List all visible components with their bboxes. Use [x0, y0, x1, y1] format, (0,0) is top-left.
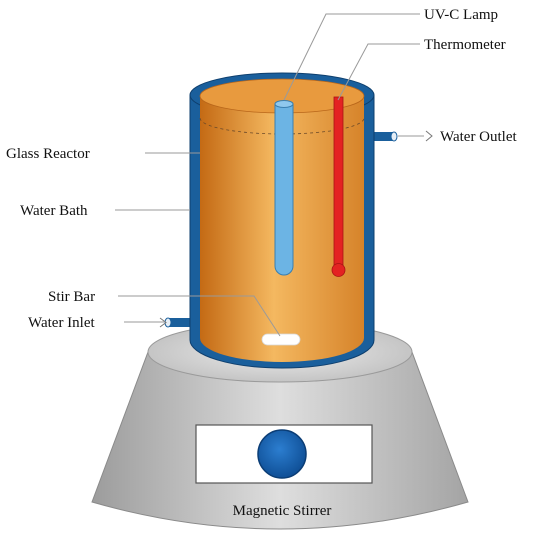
label-water-bath: Water Bath — [20, 203, 88, 219]
uv-c-lamp — [274, 103, 294, 276]
leader-lines — [115, 13, 424, 337]
leader-thermometer — [337, 43, 420, 101]
uv-c-lamp-top — [274, 100, 294, 108]
label-stir-bar: Stir Bar — [48, 289, 95, 305]
leader-uv-c-lamp — [283, 13, 420, 101]
stir-bar — [261, 333, 301, 346]
water-inlet-arrow — [159, 317, 167, 328]
water-inlet-opening — [164, 317, 172, 328]
label-uv-c-lamp: UV-C Lamp — [424, 7, 498, 23]
thermometer-stem — [333, 96, 344, 270]
label-water-inlet: Water Inlet — [28, 315, 96, 331]
label-magnetic-stirrer: Magnetic Stirrer — [233, 503, 332, 519]
leader-stir-bar — [118, 295, 281, 337]
thermometer-bulb — [331, 263, 346, 277]
label-thermometer: Thermometer — [424, 37, 506, 53]
stirrer-knob — [257, 429, 307, 479]
label-water-outlet: Water Outlet — [440, 129, 518, 145]
label-glass-reactor: Glass Reactor — [6, 146, 90, 162]
water-outlet-opening — [390, 131, 398, 142]
water-inlet-pipe — [168, 318, 194, 327]
water-outlet-pipe — [366, 132, 394, 141]
water-outlet-arrow — [425, 130, 433, 142]
